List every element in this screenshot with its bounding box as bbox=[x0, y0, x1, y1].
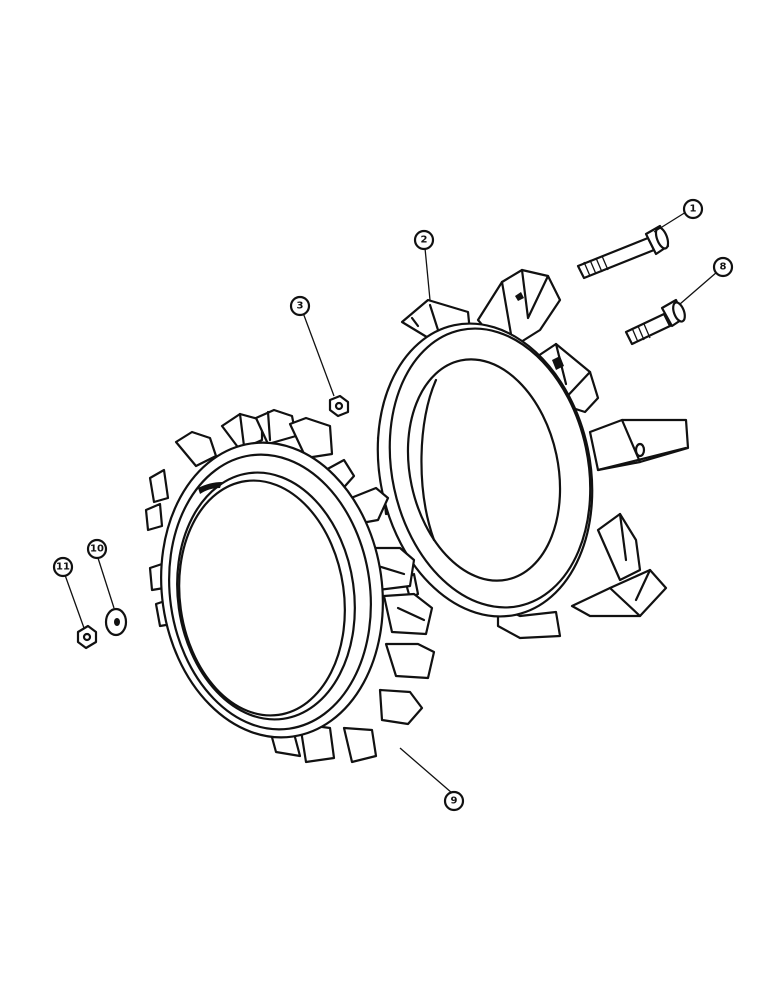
callout-9: 9 bbox=[443, 790, 465, 812]
callout-11: 11 bbox=[52, 556, 74, 578]
short-bolt bbox=[624, 298, 686, 346]
callout-1: 1 bbox=[682, 198, 704, 220]
long-bolt bbox=[576, 224, 670, 280]
callout-10: 10 bbox=[86, 538, 108, 560]
callout-8: 8 bbox=[712, 256, 734, 278]
callout-9-label: 9 bbox=[451, 796, 458, 807]
leader-lines bbox=[64, 211, 718, 794]
callout-11-label: 11 bbox=[56, 562, 70, 573]
callout-2: 2 bbox=[413, 229, 435, 251]
callout-10-label: 10 bbox=[90, 544, 104, 555]
callout-2-label: 2 bbox=[421, 235, 428, 246]
callout-1-label: 1 bbox=[690, 204, 697, 215]
hex-nut-3 bbox=[328, 394, 350, 418]
inner-wheel-weight-ring bbox=[144, 408, 436, 764]
outer-wheel-weight-ring bbox=[376, 268, 690, 640]
callout-3-label: 3 bbox=[297, 301, 304, 312]
flat-washer bbox=[104, 607, 128, 637]
hex-nut-11 bbox=[76, 624, 98, 650]
callout-8-label: 8 bbox=[720, 262, 727, 273]
callout-3: 3 bbox=[289, 295, 311, 317]
